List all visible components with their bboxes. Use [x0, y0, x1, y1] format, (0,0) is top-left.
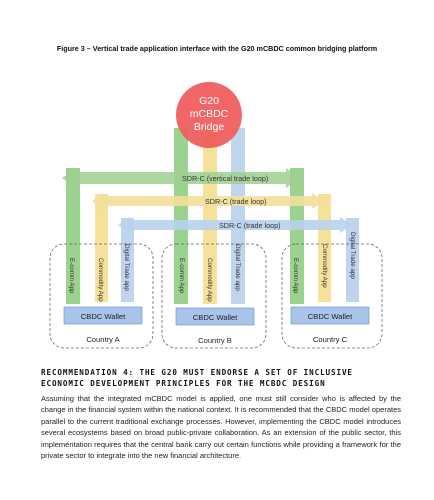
pipe-a-blue [121, 218, 134, 302]
country-c-box [281, 243, 383, 349]
pipe-a-yellow [95, 194, 108, 302]
bridge-label-line1: G20 [199, 95, 219, 107]
app-label-c-digital: Digital Trade app [349, 232, 356, 279]
loop-yellow-arrow [92, 193, 324, 209]
wallet-c [290, 306, 370, 325]
figure-title: Figure 3 – Vertical trade application in… [56, 44, 378, 53]
country-a-group: E-comm App Commodity App Digital Trade a… [49, 243, 154, 349]
wallet-b [175, 307, 255, 326]
pipe-c-blue [346, 218, 359, 302]
app-label-c-ecomm: E-comm App [292, 258, 299, 294]
app-label-b-commodity: Commodity App [206, 258, 213, 302]
wallet-a-label: CBDC Wallet [81, 312, 126, 321]
app-label-a-ecomm: E-comm App [68, 258, 75, 294]
wallet-a [63, 306, 143, 325]
loop-label-1: SDR-C (vertical trade loop) [182, 174, 268, 183]
app-label-a-digital: Digital Trade app [123, 244, 130, 291]
section-paragraph: Assuming that the integrated mCBDC model… [41, 394, 401, 461]
country-b-group: E-comm App Commodity App Digital Trade a… [161, 243, 267, 349]
country-a-box [49, 243, 154, 349]
app-label-c-commodity: Commodity App [321, 244, 328, 288]
loop-label-2: SDR-C (trade loop) [205, 197, 267, 206]
loop-green-arrow [62, 168, 300, 188]
bridge-node: G20 mCBDC Bridge [176, 82, 242, 148]
section-heading: RECOMMENDATION 4: THE G20 MUST ENDORSE A… [41, 368, 353, 388]
country-a-label: Country A [86, 335, 120, 344]
bridge-label-line2: mCBDC [190, 108, 229, 120]
country-c-label: Country C [313, 335, 348, 344]
bridge-label-line3: Bridge [194, 121, 225, 133]
app-label-b-digital: Digital Trade app [234, 244, 241, 291]
app-label-a-commodity: Commodity App [97, 258, 104, 302]
loop-label-3: SDR-C (trade loop) [219, 221, 281, 230]
app-label-b-ecomm: E-comm App [178, 258, 185, 294]
loop-arrows [62, 168, 352, 233]
wallet-c-label: CBDC Wallet [308, 312, 353, 321]
pipe-a-green [66, 168, 80, 304]
country-b-label: Country B [198, 336, 232, 345]
loop-blue-arrow [118, 217, 352, 233]
wallet-b-label: CBDC Wallet [193, 313, 238, 322]
country-c-group: E-comm App Commodity App Digital Trade a… [281, 232, 383, 349]
country-b-box [161, 243, 267, 349]
